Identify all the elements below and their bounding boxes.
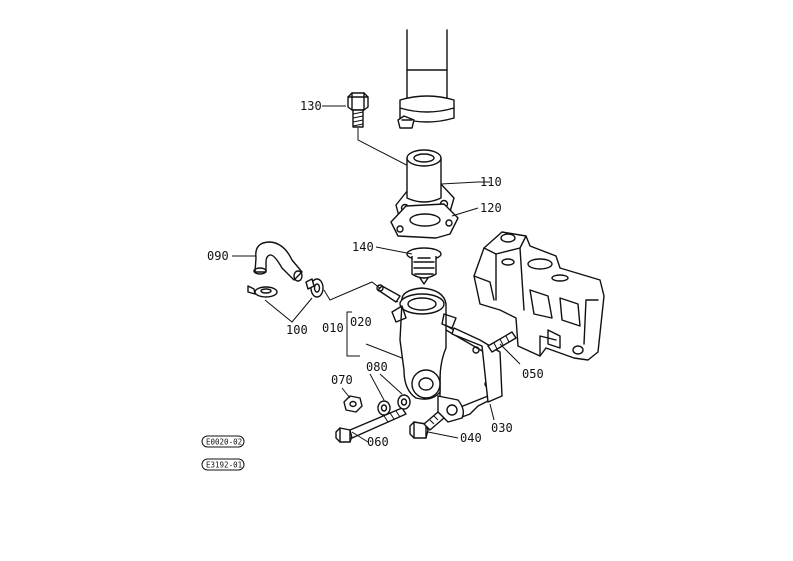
code-text-bottom: E3192-01 — [206, 461, 242, 470]
label-020: 020 — [350, 315, 372, 329]
label-030: 030 — [491, 421, 513, 435]
gasket-120 — [390, 203, 459, 239]
label-130: 130 — [300, 99, 322, 113]
label-100: 100 — [286, 323, 308, 337]
stud-bolt-050 — [487, 331, 517, 353]
label-110: 110 — [480, 175, 502, 189]
bolt-060 — [335, 407, 407, 443]
label-010: 010 — [322, 321, 344, 335]
clip-100-right — [305, 278, 324, 298]
hose-clamp — [397, 95, 455, 129]
pipe-020 — [376, 284, 401, 303]
label-090: 090 — [207, 249, 229, 263]
clip-100-left — [247, 285, 278, 298]
code-oval-bottom: E3192-01 — [201, 458, 245, 471]
bolt-040 — [409, 411, 445, 439]
elbow-hose-090 — [253, 241, 303, 282]
engine-block — [473, 231, 605, 361]
washer-080-right — [397, 394, 411, 410]
bolt-130 — [347, 92, 369, 128]
label-080: 080 — [366, 360, 388, 374]
water-flange-010 — [391, 287, 495, 423]
thermostat-140 — [406, 247, 442, 285]
label-120: 120 — [480, 201, 502, 215]
washer-080-left — [377, 400, 391, 416]
code-oval-top: E0020-02 — [201, 435, 245, 448]
label-050: 050 — [522, 367, 544, 381]
label-070: 070 — [331, 373, 353, 387]
code-text-top: E0020-02 — [206, 438, 242, 447]
label-140: 140 — [352, 240, 374, 254]
label-040: 040 — [460, 431, 482, 445]
label-060: 060 — [367, 435, 389, 449]
nut-070 — [343, 395, 363, 413]
